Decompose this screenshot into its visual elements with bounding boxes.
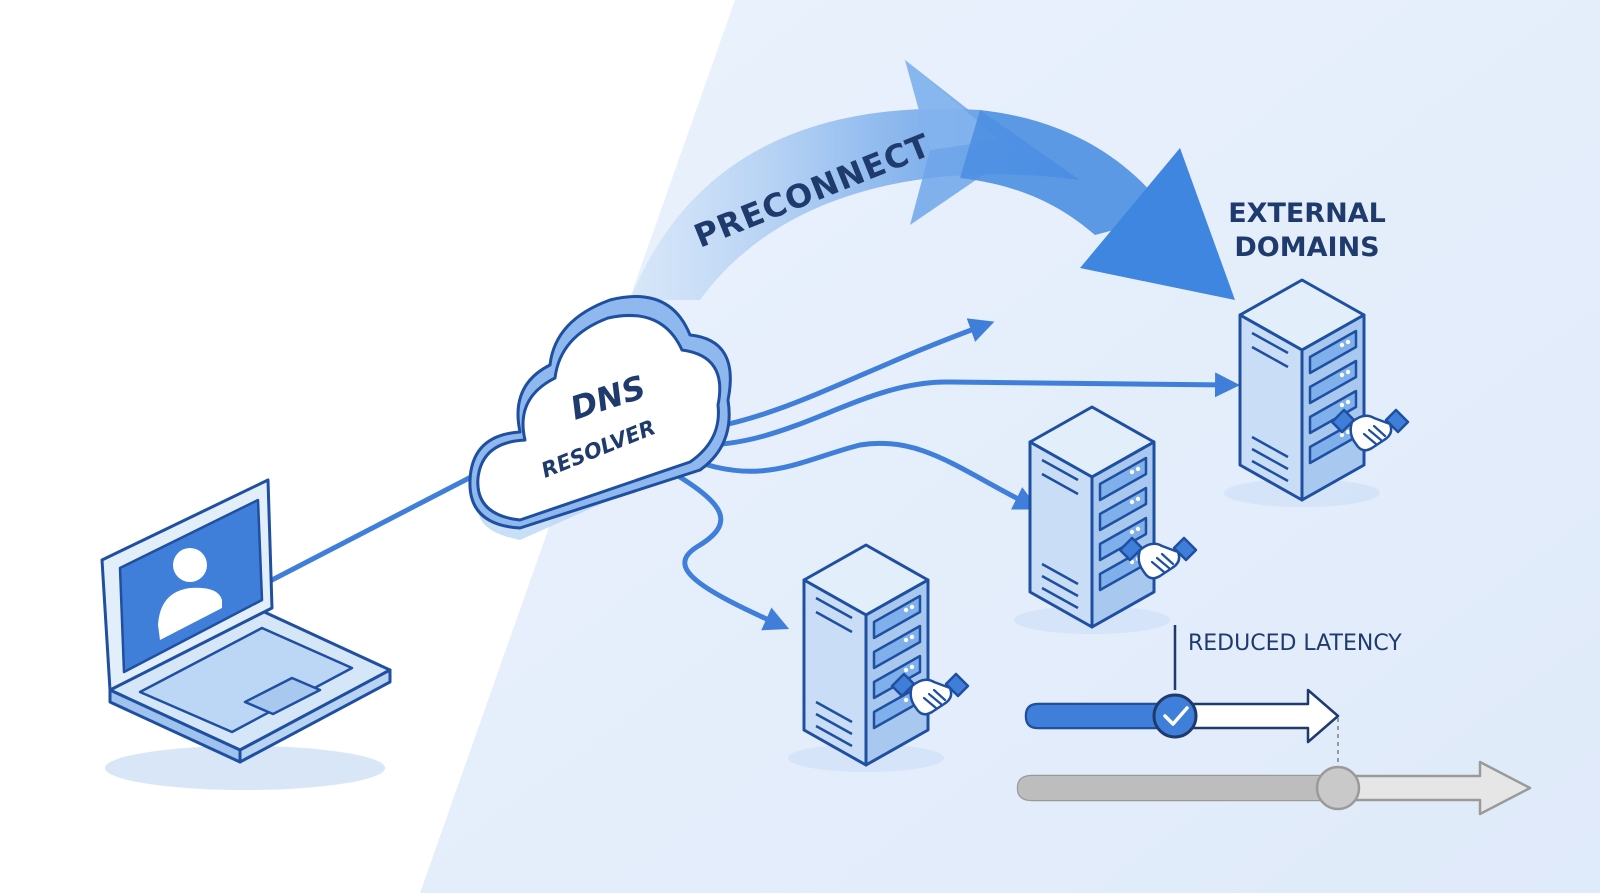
- reduced-latency-label: REDUCED LATENCY: [1188, 631, 1402, 656]
- route-line-3: [677, 440, 1039, 510]
- route-line-2: [687, 372, 1240, 448]
- user-icon: [158, 548, 222, 640]
- latency-comparison: REDUCED LATENCY: [1016, 625, 1532, 816]
- blue-timeline-arrow: [1024, 688, 1340, 744]
- external-label: EXTERNAL: [1228, 198, 1386, 229]
- dns-cloud-icon: DNS RESOLVER: [468, 295, 732, 540]
- route-line-4: [657, 462, 790, 631]
- laptop-icon: [100, 478, 392, 790]
- check-icon: [1152, 693, 1198, 739]
- grey-timeline-arrow: [1016, 760, 1532, 816]
- preconnect-arrow: [630, 60, 1235, 300]
- laptop-to-dns-line: [269, 459, 503, 583]
- domains-label: DOMAINS: [1234, 232, 1379, 263]
